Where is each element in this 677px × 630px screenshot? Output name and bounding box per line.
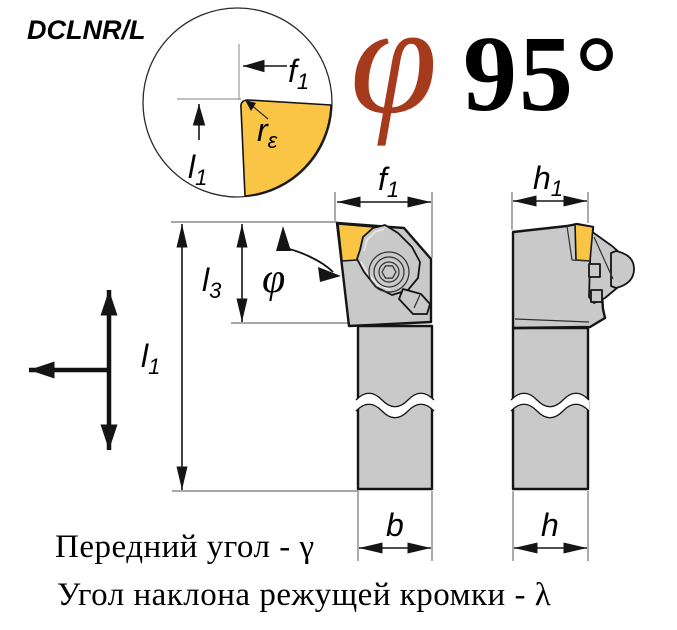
corner-radius-label: rε bbox=[257, 112, 278, 153]
f1-dimension-label: f1 bbox=[378, 161, 399, 202]
clamp-screw-rim bbox=[368, 251, 410, 293]
feed-direction-symbol bbox=[29, 290, 118, 450]
screw-hex-socket bbox=[381, 265, 397, 279]
break-wave-bottom bbox=[355, 403, 435, 419]
length-dimensions: l1 l3 bbox=[141, 221, 358, 492]
l3-dimension-label: l3 bbox=[202, 262, 222, 303]
l1-dimension-label: l1 bbox=[141, 338, 160, 379]
insert-corner-shape bbox=[240, 99, 332, 197]
clamp-highlight bbox=[360, 228, 392, 291]
break-gap bbox=[356, 393, 434, 418]
lead-angle-value: 95° bbox=[463, 15, 620, 134]
phi-angle-label: φ bbox=[262, 256, 285, 302]
h1-dimension-label: h1 bbox=[533, 160, 563, 201]
phi-arc-arrowhead-up bbox=[276, 226, 291, 251]
page-title: DCLNR/L bbox=[27, 15, 145, 45]
phi-symbol-large: φ bbox=[350, 0, 437, 147]
phi-angle-arc bbox=[284, 247, 334, 273]
clamp-tail-facet bbox=[413, 294, 421, 309]
clamp-body bbox=[356, 224, 421, 296]
clamp-front-facet bbox=[593, 236, 614, 280]
lead-angle-header: φ 95° bbox=[350, 0, 620, 147]
head-facet-lines bbox=[514, 225, 591, 323]
clamp-front-boss bbox=[610, 250, 635, 289]
corner-radius-arrowhead bbox=[245, 100, 256, 111]
clamp-screw-ring bbox=[373, 256, 405, 288]
detail-label-l1: l1 bbox=[188, 149, 207, 190]
break-line-left bbox=[355, 392, 435, 419]
shank-side bbox=[356, 324, 434, 491]
break-wave-top bbox=[355, 392, 435, 408]
rake-angle-note: Передний угол - γ bbox=[55, 529, 315, 565]
notes: Передний угол - γ Угол наклона режущей к… bbox=[55, 529, 551, 613]
clamp-step-lower bbox=[590, 289, 603, 303]
insert-corner-detail-view: f1 l1 rε bbox=[142, 7, 333, 198]
h-dimension-label: h bbox=[541, 507, 559, 543]
tool-front-view: h1 h bbox=[511, 160, 635, 561]
clamp-step-upper bbox=[588, 263, 601, 278]
tool-side-view: f1 φ b bbox=[262, 161, 434, 561]
insert-front bbox=[574, 223, 594, 262]
b-dimension-label: b bbox=[386, 507, 404, 543]
inclination-angle-note: Угол наклона режущей кромки - λ bbox=[57, 577, 551, 613]
clamp-screw-head bbox=[378, 261, 400, 283]
clamp-tail bbox=[398, 288, 431, 315]
phi-arc-arrowhead-right bbox=[318, 267, 341, 282]
